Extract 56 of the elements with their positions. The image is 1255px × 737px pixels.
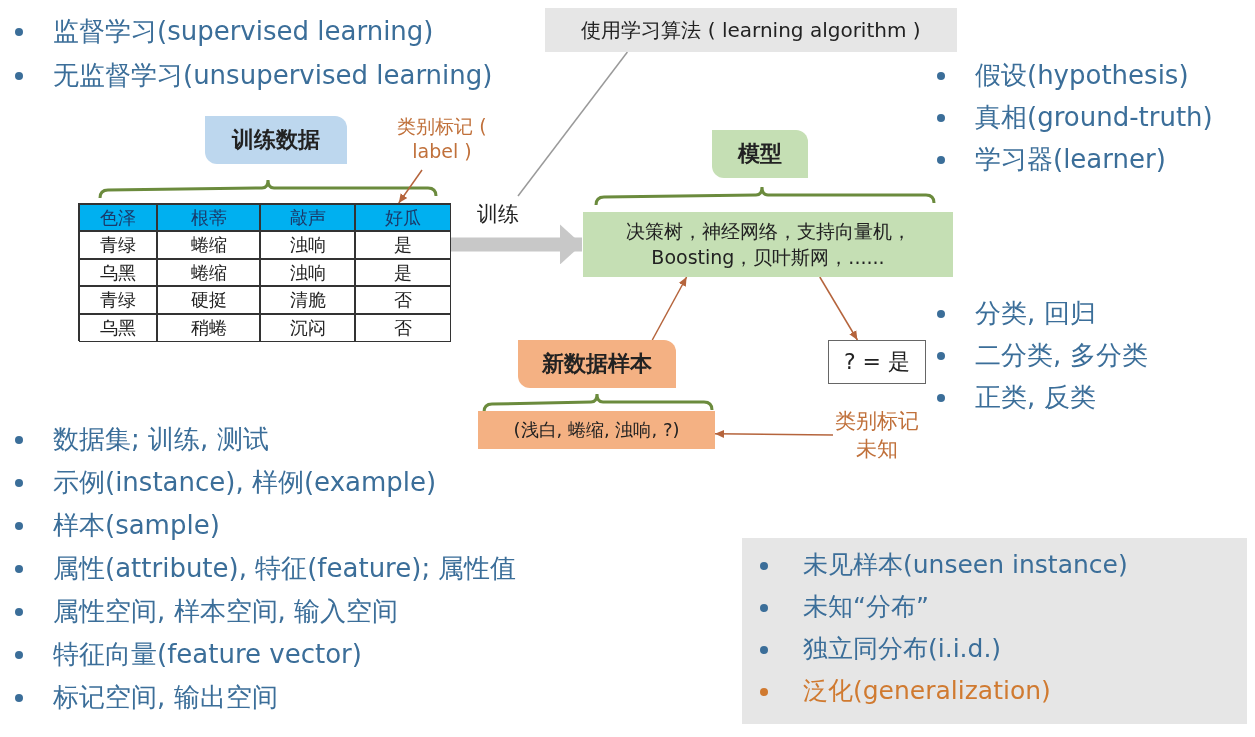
bullet-text: 假设(hypothesis) <box>975 59 1189 92</box>
bullet-text: 监督学习(supervised learning) <box>53 15 434 48</box>
heading-box: 训练数据 <box>205 116 347 164</box>
bullet-text: 未见样本(unseen instance) <box>803 549 1128 581</box>
table-cell: 好瓜 <box>355 204 451 231</box>
bullet-text: 未知“分布” <box>803 591 929 623</box>
bullet-text: 特征向量(feature vector) <box>53 638 362 671</box>
table-cell: 硬挺 <box>157 286 260 315</box>
bullet-text: 二分类, 多分类 <box>975 339 1148 372</box>
table-cell: 浊响 <box>260 258 355 287</box>
arrow <box>819 276 859 341</box>
bullet-text: 分类, 回归 <box>975 297 1096 330</box>
bullet-text: 标记空间, 输出空间 <box>53 681 278 714</box>
table-cell: 乌黑 <box>79 314 157 342</box>
arrow <box>398 169 423 204</box>
table-cell: 色泽 <box>79 204 157 231</box>
bullet-text: 学习器(learner) <box>975 143 1166 176</box>
bullet-text: 属性(attribute), 特征(feature); 属性值 <box>53 552 517 585</box>
bullet-panel <box>742 538 1247 724</box>
table-cell: 青绿 <box>79 286 157 315</box>
annotation-text: 类别标记未知 <box>833 402 921 468</box>
heading-box: 新数据样本 <box>518 340 676 388</box>
table-cell: 敲声 <box>260 204 355 231</box>
leader-line <box>517 51 629 197</box>
heading-box: 模型 <box>712 130 808 178</box>
table-cell: 蜷缩 <box>157 231 260 259</box>
arrow <box>651 276 688 341</box>
table-cell: 否 <box>355 286 451 315</box>
table-cell: 乌黑 <box>79 258 157 287</box>
arrow <box>714 429 834 438</box>
table-cell: 蜷缩 <box>157 258 260 287</box>
bullet-text: 无监督学习(unsupervised learning) <box>53 59 493 92</box>
table-cell: 清脆 <box>260 286 355 315</box>
bullet-text: 属性空间, 样本空间, 输入空间 <box>53 595 399 628</box>
table-cell: 是 <box>355 258 451 287</box>
table-cell: 稍蜷 <box>157 314 260 342</box>
table-cell: 浊响 <box>260 231 355 259</box>
bullet-text: 泛化(generalization) <box>803 675 1051 707</box>
block-arrow <box>451 224 582 265</box>
data-table <box>78 203 451 341</box>
model-box: 决策树，神经网络，支持向量机， Boosting，贝叶斯网，...... <box>583 212 953 277</box>
bullet-text: 正类, 反类 <box>975 381 1096 414</box>
table-cell: 根蒂 <box>157 204 260 231</box>
caption-box: 使用学习算法 ( learning algorithm ) <box>545 8 957 52</box>
table-cell: 青绿 <box>79 231 157 259</box>
bullet-text: 示例(instance), 样例(example) <box>53 466 437 499</box>
table-cell: 是 <box>355 231 451 259</box>
annotation-text: 类别标记 ( label ) <box>392 106 492 170</box>
result-box: ? = 是 <box>828 340 926 384</box>
table-cell: 否 <box>355 314 451 342</box>
bullet-text: 样本(sample) <box>53 509 220 542</box>
bullet-text: 独立同分布(i.i.d.) <box>803 633 1002 665</box>
sample-box: (浅白, 蜷缩, 浊响, ?) <box>478 411 715 449</box>
bullet-text: 真相(ground-truth) <box>975 101 1213 134</box>
table-cell: 沉闷 <box>260 314 355 342</box>
bullet-text: 数据集; 训练, 测试 <box>53 423 269 456</box>
